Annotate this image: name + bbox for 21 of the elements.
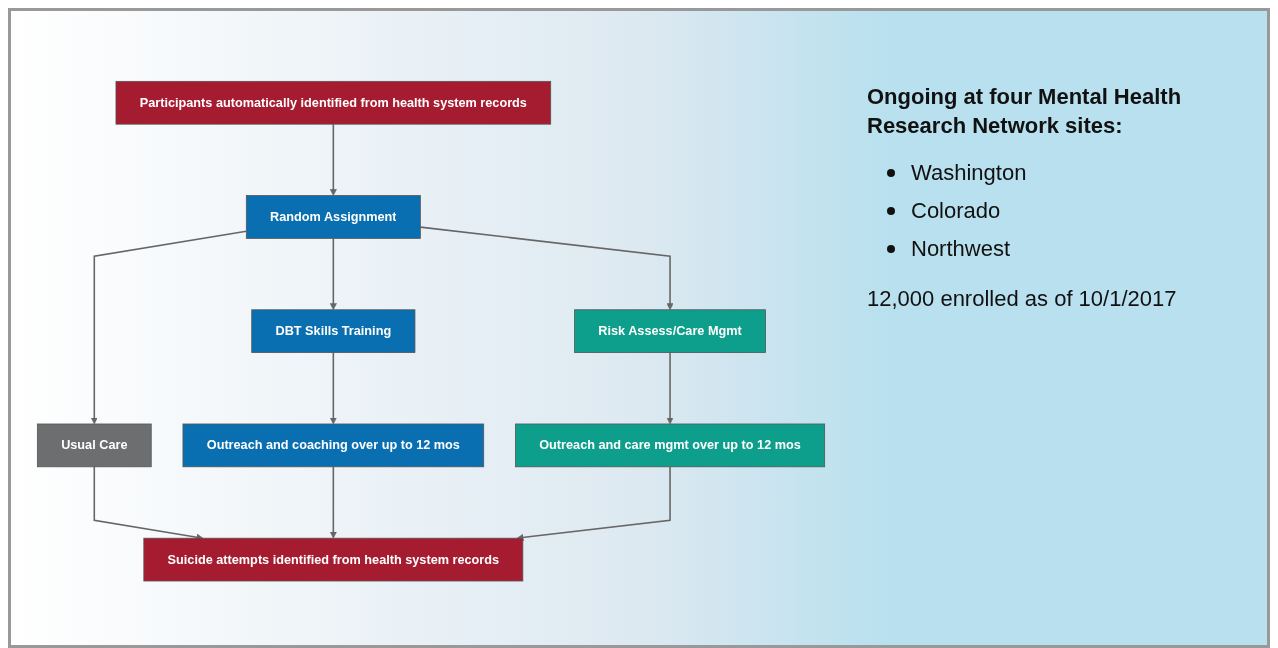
arrow [329,237,337,310]
arrow [90,230,248,425]
arrow [666,351,674,425]
arrow [419,226,674,310]
node-box: Random Assignment [245,194,421,239]
arrow [516,465,671,541]
note-heading: Ongoing at four Mental Health Research Network sites: [867,83,1183,140]
node-box: Outreach and care mgmt over up to 12 mos [515,423,826,467]
arrow [329,351,337,425]
node-box: Risk Assess/Care Mgmt [574,309,766,353]
site-name: Colorado [911,197,1001,226]
node-box: Outreach and coaching over up to 12 mos [182,423,485,467]
site-name: Northwest [911,235,1011,264]
arrow [329,465,337,539]
node-box: Usual Care [36,423,152,467]
node-box: Participants automatically identified from health system records [115,80,552,125]
enrollment-note: 12,000 enrolled as of 10/1/2017 [867,286,1178,313]
arrow [329,123,337,196]
site-name: Washington [911,159,1027,188]
node-box: DBT Skills Training [251,309,416,353]
node-box: Suicide attempts identified from health system records [143,537,524,582]
